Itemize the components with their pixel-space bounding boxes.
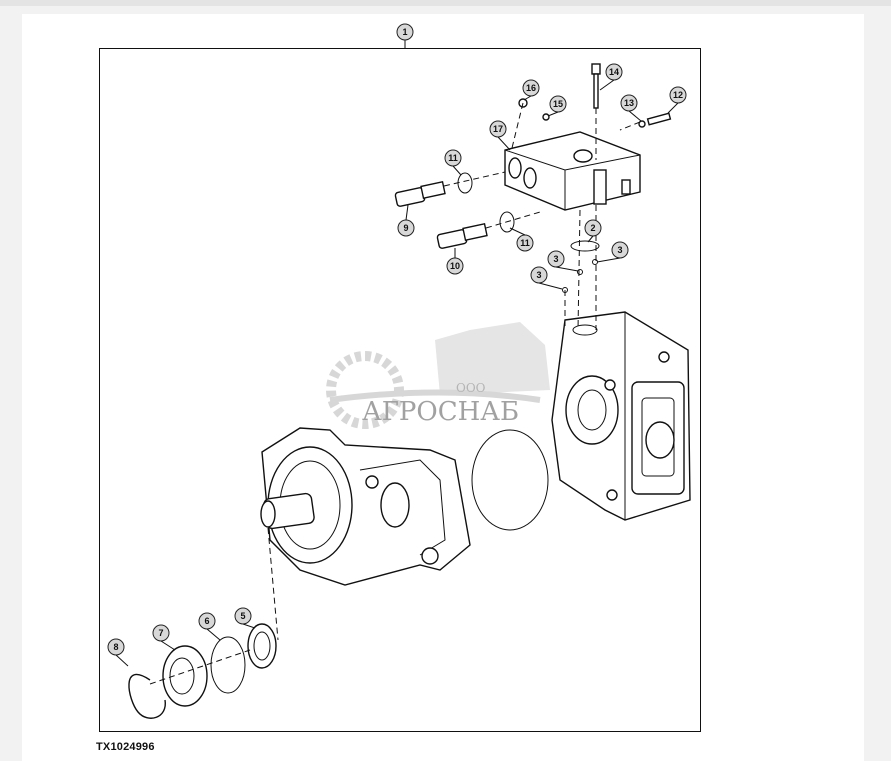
pump-front-housing — [260, 427, 471, 586]
callout-10: 10 — [446, 257, 464, 275]
svg-text:15: 15 — [553, 99, 563, 109]
svg-text:6: 6 — [204, 616, 209, 626]
callout-7: 7 — [152, 624, 170, 642]
svg-text:3: 3 — [617, 245, 622, 255]
svg-text:13: 13 — [624, 98, 634, 108]
top-strip — [0, 0, 891, 6]
svg-text:9: 9 — [403, 223, 408, 233]
seal-part-5 — [247, 623, 277, 669]
svg-text:3: 3 — [536, 270, 541, 280]
svg-text:3: 3 — [553, 254, 558, 264]
ring-part-3-b — [592, 259, 598, 265]
gasket-ring — [471, 429, 549, 531]
valve-block — [504, 131, 641, 211]
watermark-name: АГРОСНАБ — [362, 397, 519, 427]
svg-text:2: 2 — [590, 223, 595, 233]
callout-2: 2 — [584, 219, 602, 237]
callout-11-upper: 11 — [444, 149, 462, 167]
callout-leaders — [115, 79, 679, 667]
bolt-part-12 — [638, 112, 672, 128]
seal-part-7 — [162, 645, 208, 707]
svg-text:7: 7 — [158, 628, 163, 638]
callout-15: 15 — [549, 95, 567, 113]
o-ring-part-11-upper — [457, 172, 473, 194]
fitting-part-10 — [436, 223, 488, 249]
callout-16: 16 — [522, 79, 540, 97]
assembly-frame — [99, 48, 701, 732]
svg-text:17: 17 — [493, 124, 503, 134]
ring-part-3-a — [577, 269, 583, 275]
callout-17: 17 — [489, 120, 507, 138]
watermark-prefix: ООО — [456, 381, 486, 395]
svg-text:8: 8 — [113, 642, 118, 652]
snap-ring-part-8 — [128, 673, 166, 719]
alignment-lines — [149, 102, 641, 685]
disc-part-6 — [210, 636, 246, 694]
callout-9: 9 — [397, 219, 415, 237]
watermark: ООО АГРОСНАБ — [326, 322, 550, 429]
svg-text:11: 11 — [448, 153, 458, 163]
callout-8: 8 — [107, 638, 125, 656]
callout-3-b: 3 — [547, 250, 565, 268]
svg-text:12: 12 — [673, 90, 683, 100]
callout-1: 1 — [396, 23, 414, 41]
callout-3-a: 3 — [611, 241, 629, 259]
callout-11-lower: 11 — [516, 234, 534, 252]
callout-5: 5 — [234, 607, 252, 625]
callout-12: 12 — [669, 86, 687, 104]
fitting-part-9 — [394, 181, 446, 207]
callout-3-c: 3 — [530, 266, 548, 284]
svg-text:14: 14 — [609, 67, 619, 77]
o-ring-part-2 — [570, 240, 600, 252]
svg-text:11: 11 — [520, 238, 530, 248]
svg-text:10: 10 — [450, 261, 460, 271]
callout-6: 6 — [198, 612, 216, 630]
pump-rear-housing — [551, 311, 691, 521]
seal-part-15 — [542, 113, 550, 121]
svg-text:16: 16 — [526, 83, 536, 93]
o-ring-part-11-lower — [499, 211, 515, 233]
callout-14: 14 — [605, 63, 623, 81]
bolt-part-14 — [591, 63, 601, 109]
svg-text:5: 5 — [240, 611, 245, 621]
figure-code: TX1024996 — [96, 741, 155, 753]
callout-13: 13 — [620, 94, 638, 112]
svg-text:1: 1 — [402, 27, 407, 37]
